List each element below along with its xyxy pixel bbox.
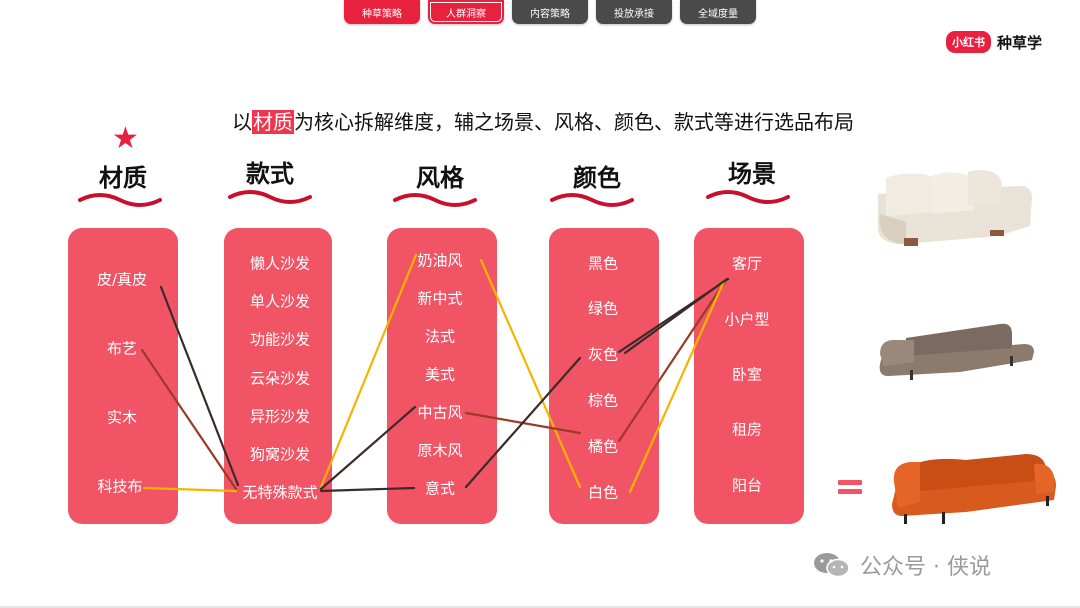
tab-strategy[interactable]: 种草策略 bbox=[344, 0, 420, 24]
underline-scene bbox=[706, 190, 790, 204]
headline-highlight: 材质 bbox=[252, 110, 294, 134]
item-style-6: 意式 bbox=[424, 479, 456, 498]
item-material-3: 科技布 bbox=[97, 477, 143, 496]
column-title-material: 材质 bbox=[99, 164, 147, 192]
box-style: 奶油风 新中式 法式 美式 中古风 原木风 意式 bbox=[387, 228, 497, 524]
item-style-4: 中古风 bbox=[417, 403, 463, 422]
box-style-type: 懒人沙发 单人沙发 功能沙发 云朵沙发 异形沙发 狗窝沙发 无特殊款式 bbox=[224, 228, 332, 524]
tab-content[interactable]: 内容策略 bbox=[512, 0, 588, 24]
watermark-text: 公众号 · 侠说 bbox=[860, 555, 991, 580]
item-scene-1: 小户型 bbox=[724, 310, 770, 329]
brand-badge: 小红书 bbox=[946, 31, 991, 53]
item-color-5: 白色 bbox=[587, 483, 619, 502]
underline-material bbox=[78, 193, 162, 207]
sofa-image-cream bbox=[878, 170, 1032, 246]
item-color-2: 灰色 bbox=[587, 345, 619, 364]
box-scene: 客厅 小户型 卧室 租房 阳台 bbox=[694, 228, 804, 524]
brand-name: 种草学 bbox=[997, 33, 1043, 52]
item-style-0: 奶油风 bbox=[417, 251, 463, 270]
item-scene-4: 阳台 bbox=[731, 476, 763, 495]
item-scene-3: 租房 bbox=[731, 420, 763, 439]
item-style-type-5: 狗窝沙发 bbox=[249, 445, 311, 464]
underline-style bbox=[393, 193, 477, 207]
sofa-image-grey bbox=[879, 323, 1034, 380]
headline: 以材质为核心拆解维度，辅之场景、风格、颜色、款式等进行选品布局 bbox=[232, 106, 854, 135]
tab-measure[interactable]: 全域度量 bbox=[680, 0, 756, 24]
item-style-5: 原木风 bbox=[417, 441, 463, 460]
column-title-color: 颜色 bbox=[573, 164, 621, 192]
item-style-1: 新中式 bbox=[417, 289, 463, 308]
item-style-type-0: 懒人沙发 bbox=[249, 254, 311, 273]
underline-style-type bbox=[228, 190, 312, 204]
brand-logo: 小红书 种草学 bbox=[946, 31, 1042, 53]
item-material-0: 皮/真皮 bbox=[96, 270, 148, 289]
item-material-1: 布艺 bbox=[106, 339, 138, 358]
tab-audience[interactable]: 人群洞察 bbox=[428, 0, 504, 24]
column-title-style: 风格 bbox=[416, 164, 464, 192]
item-color-3: 棕色 bbox=[587, 391, 619, 410]
sofa-image-orange bbox=[892, 454, 1056, 524]
headline-pre: 以 bbox=[232, 110, 252, 134]
column-title-scene: 场景 bbox=[728, 160, 776, 188]
item-style-type-3: 云朵沙发 bbox=[249, 369, 311, 388]
underline-color bbox=[550, 193, 634, 207]
wechat-icon bbox=[814, 553, 850, 578]
box-material: 皮/真皮 布艺 实木 科技布 bbox=[68, 228, 178, 524]
tab-delivery[interactable]: 投放承接 bbox=[596, 0, 672, 24]
box-color: 黑色 绿色 灰色 棕色 橘色 白色 bbox=[549, 228, 659, 524]
item-scene-2: 卧室 bbox=[731, 365, 763, 384]
item-color-0: 黑色 bbox=[587, 254, 619, 273]
item-color-4: 橘色 bbox=[587, 437, 619, 456]
item-material-2: 实木 bbox=[106, 408, 138, 427]
star-icon: ★ bbox=[112, 121, 139, 156]
item-color-1: 绿色 bbox=[587, 299, 619, 318]
item-scene-0: 客厅 bbox=[731, 254, 763, 273]
column-title-style-type: 款式 bbox=[246, 160, 294, 188]
item-style-type-4: 异形沙发 bbox=[249, 407, 311, 426]
item-style-type-2: 功能沙发 bbox=[249, 330, 311, 349]
watermark: 公众号 · 侠说 bbox=[812, 549, 991, 581]
bottom-divider bbox=[0, 606, 1080, 608]
headline-post: 为核心拆解维度，辅之场景、风格、颜色、款式等进行选品布局 bbox=[294, 110, 854, 134]
item-style-type-1: 单人沙发 bbox=[249, 292, 311, 311]
item-style-2: 法式 bbox=[424, 327, 456, 346]
equals-icon bbox=[838, 480, 862, 494]
item-style-type-6: 无特殊款式 bbox=[242, 483, 318, 502]
item-style-3: 美式 bbox=[424, 365, 456, 384]
top-tab-bar: 种草策略 人群洞察 内容策略 投放承接 全域度量 bbox=[344, 0, 756, 24]
